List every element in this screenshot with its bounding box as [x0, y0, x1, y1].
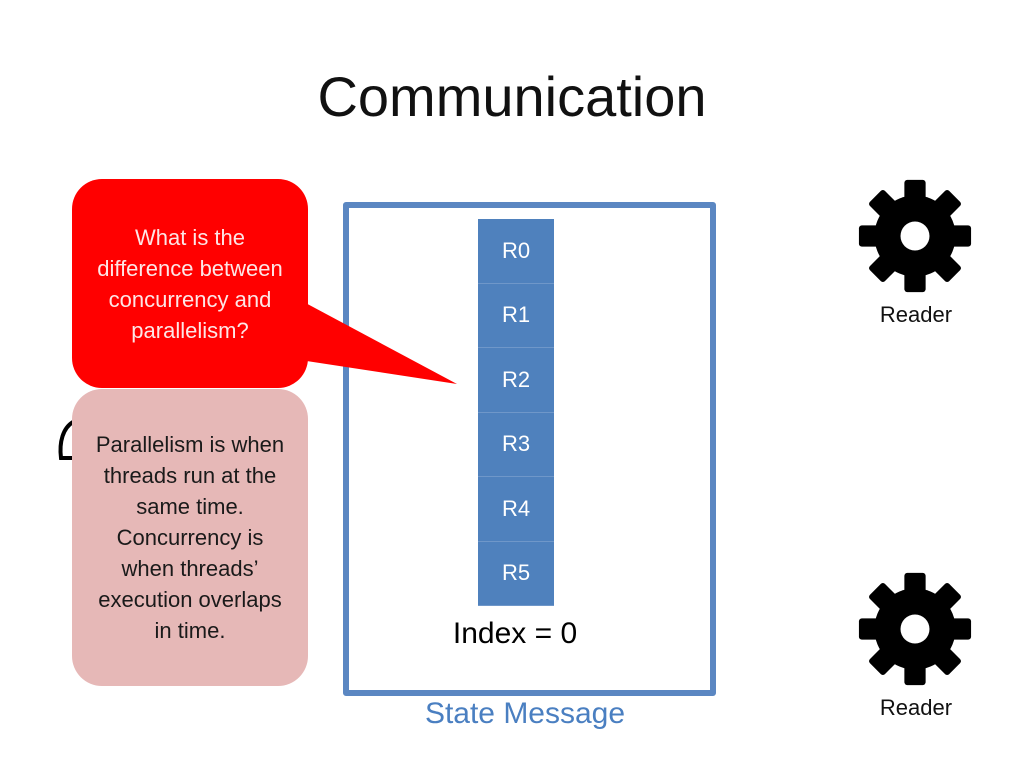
hidden-glyph: [58, 420, 77, 460]
state-slot-list: R0 R1 R2 R3 R4 R5: [478, 219, 554, 606]
answer-text: Parallelism is when threads run at the s…: [95, 432, 285, 643]
state-slot: R3: [478, 412, 554, 477]
gear-icon: [858, 572, 972, 686]
question-callout: What is the difference between concurren…: [72, 179, 308, 388]
index-label: Index = 0: [452, 617, 578, 650]
reader-label: Reader: [879, 302, 953, 327]
slide-title: Communication: [317, 65, 707, 128]
state-message-box: [343, 202, 716, 696]
state-slot: R0: [478, 219, 554, 284]
state-slot: R4: [478, 477, 554, 542]
gear-icon: [858, 179, 972, 293]
state-slot: R1: [478, 283, 554, 348]
answer-callout: Parallelism is when threads run at the s…: [72, 389, 308, 686]
state-slot: R5: [478, 541, 554, 606]
question-text: What is the difference between concurren…: [97, 224, 283, 343]
state-slot: R2: [478, 348, 554, 413]
reader-label: Reader: [879, 695, 953, 720]
state-message-label: State Message: [424, 697, 626, 730]
